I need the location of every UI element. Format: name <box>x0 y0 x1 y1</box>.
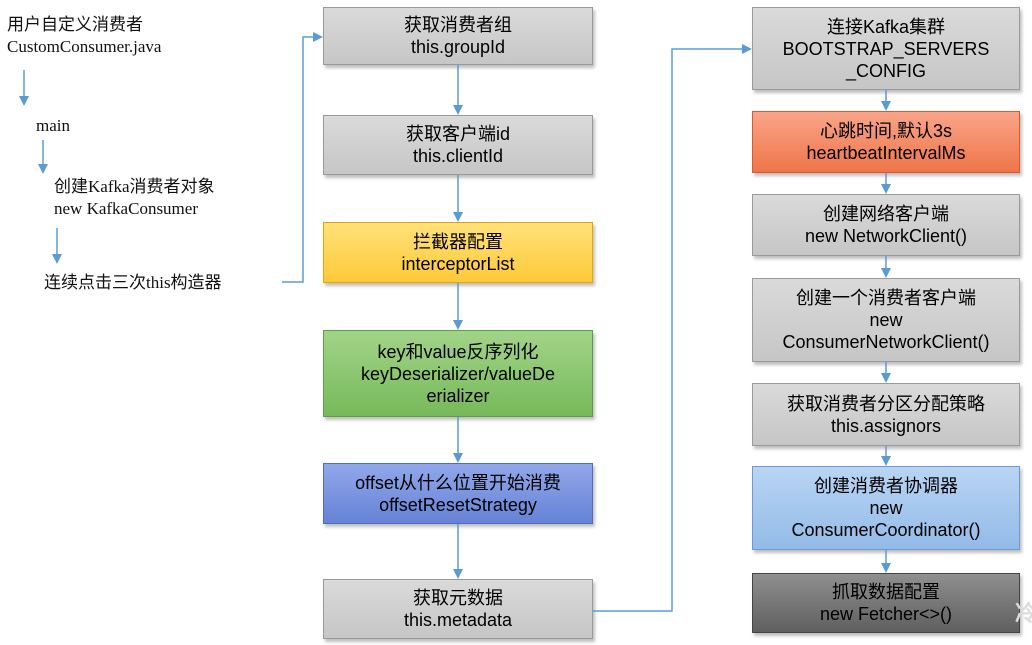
main-method-label: main <box>36 116 70 135</box>
node-deserializer-line-3: erializer <box>426 385 490 406</box>
create-consumer-label: 创建Kafka消费者对象 <box>54 177 215 196</box>
consumer-file-name: CustomConsumer.java <box>7 37 162 56</box>
node-heartbeat: 心跳时间,默认3s heartbeatIntervalMs <box>752 111 1020 173</box>
node-heartbeat-line-1: 心跳时间,默认3s <box>819 121 952 141</box>
node-deserializer-line-1: key和value反序列化 <box>377 341 539 362</box>
node-bootstrap-line-3: _CONFIG <box>845 60 926 81</box>
node-group-id: 获取消费者组 this.groupId <box>323 7 593 65</box>
node-fetcher: 抓取数据配置 new Fetcher<>() <box>752 573 1020 633</box>
node-consumer-coordinator: 创建消费者协调器 new ConsumerCoordinator() <box>752 466 1020 550</box>
node-cnc-line-2: new <box>869 310 903 330</box>
node-interceptor-line-2: interceptorList <box>401 253 515 274</box>
node-network-client-line-2: new NetworkClient() <box>804 226 968 246</box>
node-metadata: 获取元数据 this.metadata <box>323 579 593 639</box>
node-deserializer: key和value反序列化 keyDeserializer/valueDe er… <box>323 330 593 417</box>
node-fetcher-line-2: new Fetcher<>() <box>819 604 953 624</box>
node-assignors: 获取消费者分区分配策略 this.assignors <box>752 383 1020 446</box>
node-cnc-line-3: ConsumerNetworkClient() <box>782 332 990 352</box>
node-assignors-line-2: this.assignors <box>830 415 942 436</box>
node-client-id-line-2: this.clientId <box>412 146 504 166</box>
watermark-fragment: 冷 <box>1015 601 1032 626</box>
node-offset-line-2: offsetResetStrategy <box>379 494 537 515</box>
node-group-id-line-2: this.groupId <box>410 37 506 57</box>
node-metadata-line-2: this.metadata <box>403 610 513 630</box>
node-heartbeat-line-2: heartbeatIntervalMs <box>806 143 966 163</box>
node-interceptor-config: 拦截器配置 interceptorList <box>323 222 593 283</box>
node-consumer-network-client: 创建一个消费者客户端 new ConsumerNetworkClient() <box>752 278 1020 362</box>
node-bootstrap-line-2: BOOTSTRAP_SERVERS <box>782 38 990 59</box>
constructor-label: 连续点击三次this构造器 <box>44 273 222 292</box>
new-kafka-consumer-label: new KafkaConsumer <box>54 199 198 218</box>
node-cnc-line-1: 创建一个消费者客户端 <box>796 288 976 308</box>
node-network-client: 创建网络客户端 new NetworkClient() <box>752 194 1020 256</box>
node-fetcher-line-1: 抓取数据配置 <box>832 582 940 602</box>
node-offset-reset: offset从什么位置开始消费 offsetResetStrategy <box>323 463 593 524</box>
node-offset-line-1: offset从什么位置开始消费 <box>355 472 561 493</box>
node-metadata-line-1: 获取元数据 <box>413 588 503 608</box>
node-assignors-line-1: 获取消费者分区分配策略 <box>787 393 985 414</box>
node-client-id: 获取客户端id this.clientId <box>323 115 593 175</box>
node-interceptor-line-1: 拦截器配置 <box>413 231 503 252</box>
arrow-ctor-to-group-id <box>282 32 323 283</box>
node-coordinator-line-2: new <box>869 498 903 518</box>
node-network-client-line-1: 创建网络客户端 <box>823 204 949 224</box>
node-deserializer-line-2: keyDeserializer/valueDe <box>360 363 556 384</box>
arrow-metadata-to-bootstrap <box>593 44 752 612</box>
node-coordinator-line-3: ConsumerCoordinator() <box>791 520 981 540</box>
node-bootstrap-servers: 连接Kafka集群 BOOTSTRAP_SERVERS _CONFIG <box>752 7 1020 90</box>
consumer-title: 用户自定义消费者 <box>7 15 143 34</box>
node-group-id-line-1: 获取消费者组 <box>404 15 512 35</box>
node-coordinator-line-1: 创建消费者协调器 <box>814 476 958 496</box>
node-bootstrap-line-1: 连接Kafka集群 <box>826 16 946 37</box>
node-client-id-line-1: 获取客户端id <box>405 124 510 144</box>
